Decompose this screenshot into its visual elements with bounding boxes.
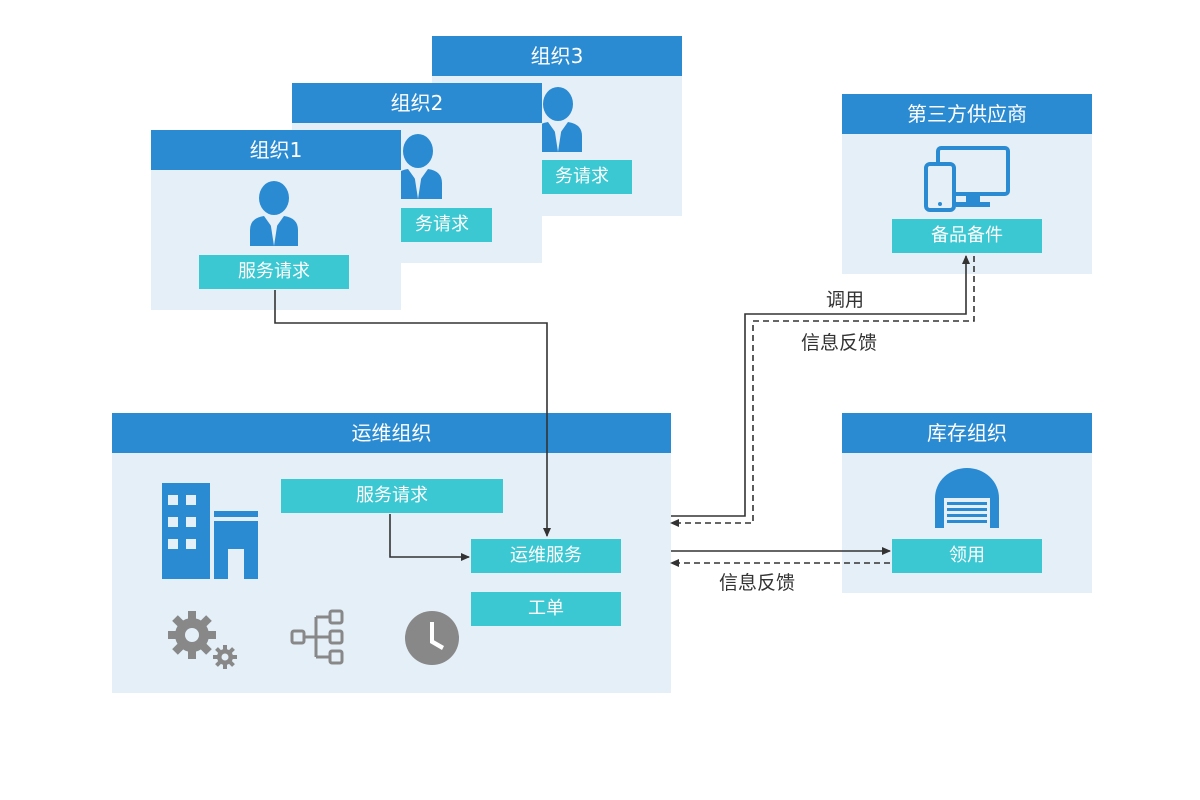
org1-title: 组织1 bbox=[151, 130, 401, 170]
ops-panel: 运维组织 bbox=[112, 413, 671, 693]
org1-panel: 组织1 服务请求 bbox=[151, 130, 401, 310]
person-icon bbox=[534, 87, 582, 152]
spare-parts-tag[interactable]: 备品备件 bbox=[892, 219, 1042, 253]
inventory-panel: 库存组织 领用 bbox=[842, 413, 1092, 593]
gears-icon bbox=[168, 611, 237, 669]
org-tree-icon bbox=[290, 609, 344, 665]
work-order-tag[interactable]: 工单 bbox=[471, 592, 621, 626]
person-icon bbox=[250, 181, 298, 246]
requisition-tag[interactable]: 领用 bbox=[892, 539, 1042, 573]
org2-service-request-tag[interactable]: 务请求 bbox=[392, 208, 492, 242]
ops-service-request-tag[interactable]: 服务请求 bbox=[281, 479, 503, 513]
org1-to-ops-service-line bbox=[274, 290, 551, 537]
ops-service-tag[interactable]: 运维服务 bbox=[471, 539, 621, 573]
org3-service-request-tag[interactable]: 务请求 bbox=[532, 160, 632, 194]
service-request-to-ops-service-line bbox=[389, 514, 470, 561]
invoke-supplier-line bbox=[671, 255, 970, 517]
org2-title: 组织2 bbox=[292, 83, 542, 123]
warehouse-icon bbox=[935, 468, 999, 528]
devices-icon bbox=[924, 146, 1010, 212]
org1-service-request-tag[interactable]: 服务请求 bbox=[199, 255, 349, 289]
supplier-feedback-line bbox=[670, 256, 975, 527]
invoke-label: 调用 bbox=[826, 289, 865, 311]
org3-title: 组织3 bbox=[432, 36, 682, 76]
supplier-panel: 第三方供应商 备品备件 bbox=[842, 94, 1092, 274]
building-icon bbox=[162, 483, 258, 579]
org3-panel: 组织3 务请求 bbox=[432, 36, 682, 216]
clock-icon bbox=[405, 611, 459, 665]
person-icon bbox=[394, 134, 442, 199]
inventory-title: 库存组织 bbox=[842, 413, 1092, 453]
supplier-title: 第三方供应商 bbox=[842, 94, 1092, 134]
supplier-feedback-label: 信息反馈 bbox=[801, 332, 878, 354]
ops-title: 运维组织 bbox=[112, 413, 671, 453]
inventory-feedback-label: 信息反馈 bbox=[719, 572, 796, 594]
